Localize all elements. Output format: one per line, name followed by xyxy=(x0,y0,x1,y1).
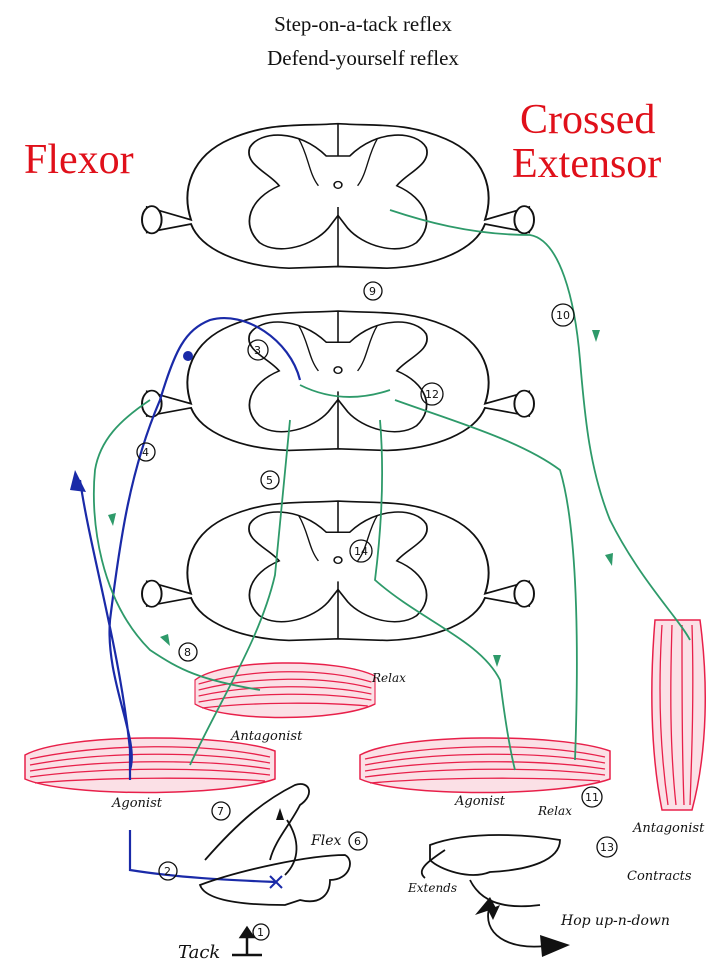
step-1: 1 xyxy=(257,926,264,939)
agonist-label-left: Agonist xyxy=(111,796,163,811)
contracts-label: Contracts xyxy=(627,869,692,884)
step-7: 7 xyxy=(217,805,224,818)
antagonist-muscle-left xyxy=(195,663,375,718)
antagonist-label-right: Antagonist xyxy=(632,821,705,836)
agonist-muscle-right xyxy=(360,738,610,793)
foot-drawings xyxy=(200,784,560,906)
spinal-cord-middle xyxy=(142,311,534,450)
extends-label: Extends xyxy=(407,881,457,895)
step-9: 9 xyxy=(369,285,376,298)
antagonist-muscle-right xyxy=(652,620,705,810)
flex-label: Flex xyxy=(310,833,341,849)
relax-label-top: Relax xyxy=(371,671,406,685)
arrow-up-icon xyxy=(70,470,86,492)
spinal-cord-top xyxy=(142,124,534,269)
step-3: 3 xyxy=(254,344,261,357)
motor-neuron-paths xyxy=(94,210,690,770)
step-6: 6 xyxy=(354,835,361,848)
step-14: 14 xyxy=(354,545,368,558)
sensory-cell-body xyxy=(183,351,193,361)
step-12: 12 xyxy=(425,388,439,401)
step-11: 11 xyxy=(585,791,599,804)
step-8: 8 xyxy=(184,646,191,659)
step-5: 5 xyxy=(266,474,273,487)
step-10: 10 xyxy=(556,309,570,322)
step-2: 2 xyxy=(164,865,171,878)
tack-label: Tack xyxy=(178,942,220,963)
agonist-muscle-left xyxy=(25,738,275,793)
antagonist-label-left: Antagonist xyxy=(230,729,303,744)
relax-label-right: Relax xyxy=(537,804,572,818)
hop-label: Hop up-n-down xyxy=(560,913,670,929)
step-4: 4 xyxy=(142,446,149,459)
agonist-label-right: Agonist xyxy=(454,794,506,809)
spinal-cord-bottom xyxy=(142,501,534,640)
step-13: 13 xyxy=(600,841,614,854)
